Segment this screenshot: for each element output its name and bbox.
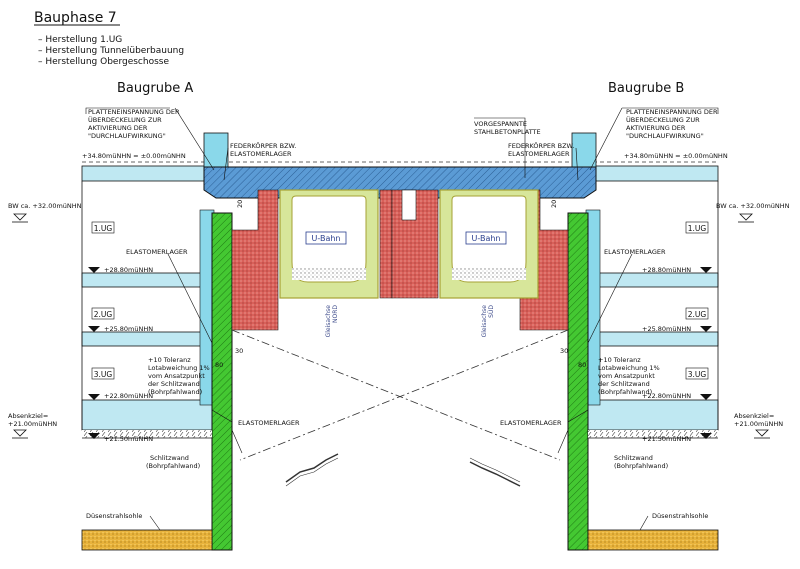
schlitz-right-1: Schlitzwand — [614, 454, 653, 462]
ubahn-label-box-left — [305, 231, 347, 245]
pit-b-label: Baugrube B — [608, 81, 684, 96]
absenk-left-2: +21.00müNHN — [8, 420, 57, 428]
schlitz-right-2: (Bohrpfahlwand) — [614, 462, 668, 470]
floor-2-left: 2.UG — [94, 310, 113, 319]
absenk-right-1: Absenkziel= — [734, 412, 774, 420]
level-2580-right: +25.80müNHN — [642, 325, 691, 333]
jet-sole-left — [81, 529, 213, 551]
gleis-south-1: Gleisachse — [481, 305, 488, 338]
step-3: – Herstellung Obergeschosse — [38, 57, 169, 67]
step-1: – Herstellung 1.UG — [38, 35, 122, 45]
level-2280-right: +22.80müNHN — [642, 392, 691, 400]
elastomer-left-upper: ELASTOMERLAGER — [126, 248, 188, 256]
tunnel-south — [439, 189, 539, 299]
level-2880-right: +28.80müNHN — [642, 266, 691, 274]
floor-1-left: 1.UG — [94, 224, 113, 233]
note-platten-right-3: AKTIVIERUNG DER — [626, 124, 686, 132]
note-platten-right-2: ÜBERDECKELUNG ZUR — [626, 115, 700, 124]
duesen-right: Düsenstrahlsohle — [652, 512, 708, 520]
building-a — [81, 132, 233, 551]
note-feder-right-1: FEDERKÖRPER BZW. — [508, 141, 574, 150]
note-platten-right-1: PLATTENEINSPANNUNG DER — [626, 108, 718, 116]
absenk-right-2: +21.00müNHN — [734, 420, 783, 428]
strut-right — [239, 329, 569, 461]
elastomer-left-lower: ELASTOMERLAGER — [238, 419, 300, 427]
tunnel-north — [279, 189, 379, 299]
tol-left-2: Lotabweichung 1% — [148, 364, 210, 372]
tol-right-2: Lotabweichung 1% — [598, 364, 660, 372]
note-platten-left-4: "DURCHLAUFWIRKUNG" — [88, 132, 166, 140]
floor-3-right: 3.UG — [688, 370, 707, 379]
schlitz-left-2: (Bohrpfahlwand) — [146, 462, 200, 470]
tol-left-3: vom Ansatzpunkt — [148, 372, 205, 380]
step-2: – Herstellung Tunnelüberbauung — [38, 46, 184, 56]
absenk-left-1: Absenkziel= — [8, 412, 48, 420]
page-title: Bauphase 7 — [34, 10, 117, 26]
tol-left-1: +10 Toleranz — [148, 356, 191, 364]
level-2880-left: +28.80müNHN — [104, 266, 153, 274]
dim-80-left: 80 — [215, 361, 223, 369]
ubahn-label-right: U-Bahn — [472, 234, 501, 243]
floor-2-right: 2.UG — [688, 310, 707, 319]
level-bw-left: BW ca. +32.00müNHN — [8, 202, 82, 210]
dim-80-right: 80 — [578, 361, 586, 369]
floor-1-right: 1.UG — [688, 224, 707, 233]
tol-right-5: (Bohrpfahlwand) — [598, 388, 652, 396]
level-top-right: +34.80müNHN = ±0.00müNHN — [624, 152, 728, 160]
note-vorgespannt-1: VORGESPANNTE — [474, 120, 527, 128]
elastomer-right-upper: ELASTOMERLAGER — [604, 248, 666, 256]
dim-30-right: 30 — [560, 347, 568, 355]
tol-right-1: +10 Toleranz — [598, 356, 641, 364]
gleis-south-2: SÜD — [488, 305, 495, 318]
level-2280-left: +22.80müNHN — [104, 392, 153, 400]
dim-20-right: 20 — [550, 200, 558, 208]
note-feder-left-2: ELASTOMERLAGER — [230, 150, 292, 158]
note-feder-right-2: ELASTOMERLAGER — [508, 150, 570, 158]
level-bw-right: BW ca. +32.00müNHN — [716, 202, 790, 210]
ubahn-label-box-right — [465, 231, 507, 245]
elastomer-right-lower: ELASTOMERLAGER — [500, 419, 562, 427]
duesen-left: Düsenstrahlsohle — [86, 512, 142, 520]
note-platten-right-4: "DURCHLAUFWIRKUNG" — [626, 132, 704, 140]
pit-a-label: Baugrube A — [117, 81, 193, 96]
gleis-north-1: Gleisachse — [325, 305, 332, 338]
ubahn-label-left: U-Bahn — [312, 234, 341, 243]
note-vorgespannt-2: STAHLBETONPLATTE — [474, 128, 541, 136]
tol-right-3: vom Ansatzpunkt — [598, 372, 655, 380]
dim-20-left: 20 — [236, 200, 244, 208]
floor-3-left: 3.UG — [94, 370, 113, 379]
tol-left-5: (Bohrpfahlwand) — [148, 388, 202, 396]
note-platten-left-3: AKTIVIERUNG DER — [88, 124, 148, 132]
schlitz-left-1: Schlitzwand — [150, 454, 189, 462]
level-2150-left: +21.50müNHN — [104, 435, 153, 443]
gleis-north-2: NORD — [332, 305, 339, 323]
level-2580-left: +25.80müNHN — [104, 325, 153, 333]
level-2150-right: +21.50müNHN — [642, 435, 691, 443]
building-b — [567, 132, 719, 551]
note-platten-left-1: PLATTENEINSPANNUNG DER — [88, 108, 180, 116]
jet-sole-right — [587, 529, 719, 551]
note-feder-left-1: FEDERKÖRPER BZW. — [230, 141, 296, 150]
tol-left-4: der Schlitzwand — [148, 380, 200, 388]
dim-30-left: 30 — [235, 347, 243, 355]
strut-left — [231, 329, 561, 461]
level-top-left: +34.80müNHN = ±0.00müNHN — [82, 152, 186, 160]
note-platten-left-2: ÜBERDECKELUNG ZUR — [88, 115, 162, 124]
tol-right-4: der Schlitzwand — [598, 380, 650, 388]
